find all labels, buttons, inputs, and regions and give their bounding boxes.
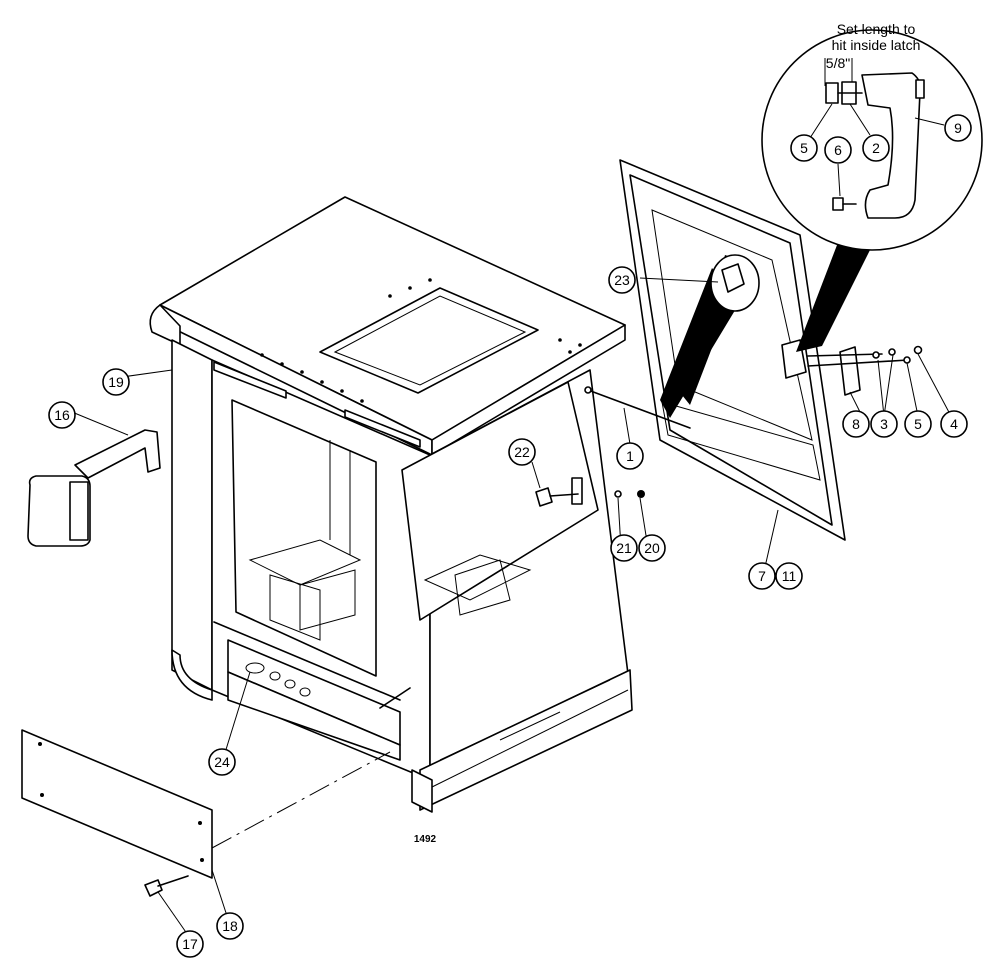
- svg-text:11: 11: [782, 568, 797, 584]
- callout-5-detail: 5: [790, 134, 818, 162]
- callout-18: 18: [216, 912, 244, 940]
- svg-text:21: 21: [616, 540, 632, 556]
- side-panel: [21, 729, 213, 897]
- svg-text:4: 4: [950, 416, 958, 432]
- svg-text:9: 9: [954, 120, 962, 136]
- svg-text:18: 18: [222, 918, 238, 934]
- svg-text:6: 6: [834, 142, 842, 158]
- callout-8: 8: [842, 410, 870, 438]
- callout-22: 22: [508, 438, 536, 466]
- svg-text:2: 2: [872, 140, 880, 156]
- door-panel: [619, 159, 880, 541]
- svg-text:24: 24: [214, 754, 230, 770]
- leader-lines: [71, 277, 952, 939]
- callout-5-latch: 5: [904, 410, 932, 438]
- callout-4: 4: [940, 410, 968, 438]
- callout-16: 16: [48, 401, 76, 429]
- callout-23: 23: [608, 266, 636, 294]
- mirror-assembly: [27, 429, 161, 547]
- svg-text:5: 5: [800, 140, 808, 156]
- callout-24: 24: [208, 748, 236, 776]
- figure-number: 1492: [414, 834, 437, 845]
- svg-text:19: 19: [108, 374, 124, 390]
- callout-21: 21: [610, 534, 638, 562]
- callout-17: 17: [176, 930, 204, 958]
- callout-9: 9: [944, 114, 972, 142]
- callout-19: 19: [102, 368, 130, 396]
- svg-text:7: 7: [758, 568, 766, 584]
- svg-text:20: 20: [644, 540, 660, 556]
- svg-text:16: 16: [54, 407, 70, 423]
- detail-note-line2: hit inside latch: [832, 37, 921, 53]
- svg-text:5: 5: [914, 416, 922, 432]
- svg-text:17: 17: [182, 936, 198, 952]
- dimension-label: 5/8": [826, 55, 850, 71]
- cab-body: [149, 196, 633, 813]
- callout-2: 2: [862, 134, 890, 162]
- svg-text:1: 1: [626, 448, 634, 464]
- callout-7: 7: [748, 562, 776, 590]
- svg-text:23: 23: [614, 272, 630, 288]
- callout-6: 6: [824, 136, 852, 164]
- svg-text:8: 8: [852, 416, 860, 432]
- latch-hardware: [807, 345, 923, 396]
- callout-11: 11: [775, 562, 803, 590]
- callouts: 1 2 3 4 5 5 6 7 8 9 11 16 17 18 19: [48, 114, 972, 958]
- rod-and-fasteners: [535, 386, 691, 507]
- callout-3: 3: [870, 410, 898, 438]
- detail-note-line1: Set length to: [837, 21, 916, 37]
- callout-20: 20: [638, 534, 666, 562]
- svg-text:3: 3: [880, 416, 888, 432]
- svg-text:22: 22: [514, 444, 530, 460]
- callout-1: 1: [616, 442, 644, 470]
